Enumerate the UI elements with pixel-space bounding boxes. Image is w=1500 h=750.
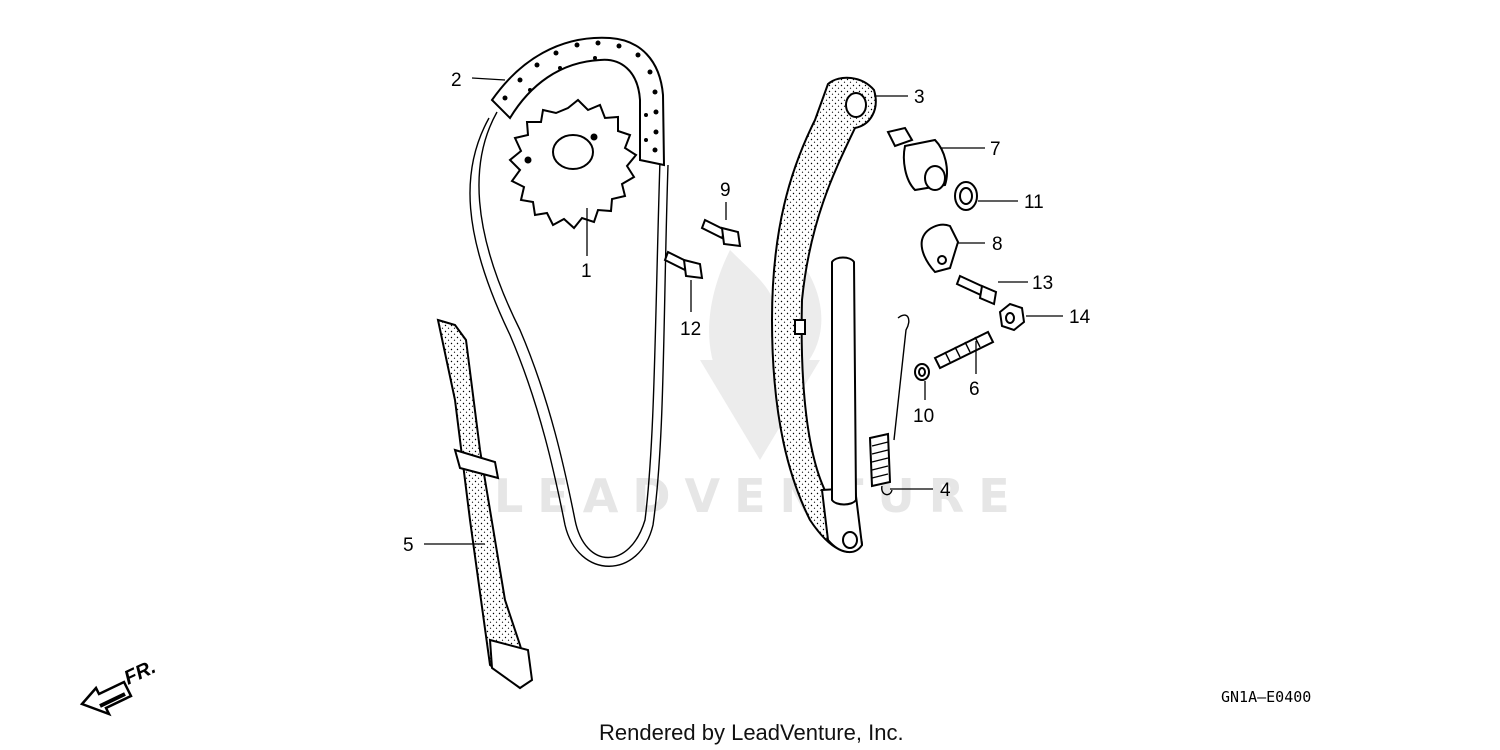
callout-13: 13 xyxy=(1032,273,1053,294)
o-ring-11[interactable] xyxy=(954,181,978,211)
callout-labels: 1 2 3 4 5 6 7 8 9 10 11 12 13 14 xyxy=(403,70,1091,556)
callout-4: 4 xyxy=(940,480,951,501)
flange-bolt-9[interactable] xyxy=(700,218,742,248)
tensioner-plate[interactable] xyxy=(920,223,960,274)
flange-bolt-12[interactable] xyxy=(663,250,704,280)
callout-3: 3 xyxy=(914,87,925,108)
cam-sprocket[interactable] xyxy=(508,98,638,230)
callout-1: 1 xyxy=(581,261,592,282)
watermark: LEADVENTURE xyxy=(494,250,1024,523)
leader-lines xyxy=(424,77,1063,545)
washer-10[interactable] xyxy=(914,363,930,381)
watermark-text: LEADVENTURE xyxy=(494,469,1024,523)
callout-9: 9 xyxy=(720,180,731,201)
cam-chain[interactable] xyxy=(469,36,669,567)
callout-5: 5 xyxy=(403,535,414,556)
callout-10: 10 xyxy=(913,406,934,427)
footer-credit: Rendered by LeadVenture, Inc. xyxy=(599,720,904,745)
callout-2: 2 xyxy=(451,70,462,91)
callout-12: 12 xyxy=(680,319,701,340)
bolt-13[interactable] xyxy=(955,274,998,306)
callout-14: 14 xyxy=(1069,307,1091,328)
callout-6: 6 xyxy=(969,379,980,400)
front-arrow-icon xyxy=(79,680,133,717)
callout-11: 11 xyxy=(1024,192,1044,213)
cam-chain-guide[interactable] xyxy=(436,318,534,690)
tensioner-pivot-shaft xyxy=(831,256,858,506)
front-indicator: FR. xyxy=(79,656,159,717)
tensioner-spring[interactable] xyxy=(868,314,910,496)
tensioner-pusher[interactable] xyxy=(886,126,948,192)
diagram-code: GN1A–E0400 xyxy=(1221,688,1311,706)
nut-14[interactable] xyxy=(998,302,1026,332)
stud-bolt[interactable] xyxy=(933,330,995,370)
callout-8: 8 xyxy=(992,234,1003,255)
callout-7: 7 xyxy=(990,139,1001,160)
